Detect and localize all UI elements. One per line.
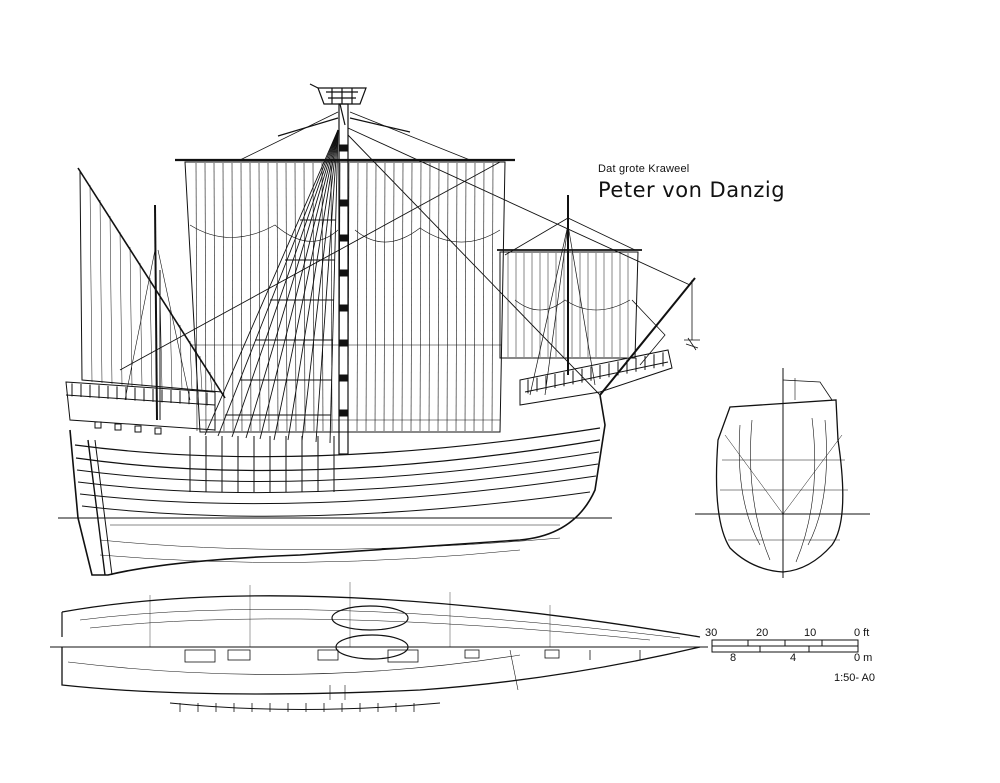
- scale-feet-0: 0 ft: [854, 627, 870, 639]
- mizzen-lateen-sail: [77, 167, 226, 421]
- side-elevation: [58, 83, 700, 576]
- sail-cloth-line: [240, 162, 243, 432]
- sail-cloth-line: [267, 162, 270, 432]
- scale-feet-20: 20: [756, 627, 769, 639]
- bowsprit: [599, 277, 700, 396]
- sail-cloth-line: [258, 162, 261, 432]
- sail-cloth-line: [365, 162, 368, 432]
- sail-cloth-line: [195, 162, 198, 432]
- sail-cloth-line: [482, 162, 485, 432]
- sail-cloth-line: [374, 162, 377, 432]
- drawing-subtitle: Dat grote Kraweel: [598, 163, 690, 175]
- sail-cloth-line: [410, 162, 413, 432]
- body-plan: [695, 368, 870, 578]
- scale-ratio: 1:50- A0: [834, 672, 875, 684]
- sail-cloth-line: [303, 162, 306, 432]
- sail-cloth-line: [285, 162, 288, 432]
- sail-cloth-line: [428, 162, 431, 432]
- main-top-crows-nest: [309, 83, 367, 126]
- sail-cloth-line: [204, 162, 207, 432]
- sail-cloth-line: [455, 162, 458, 432]
- scale-meter-0: 0 m: [854, 652, 873, 664]
- main-mast: [338, 103, 349, 455]
- drawing-title: Peter von Danzig: [598, 178, 786, 202]
- scale-feet-10: 10: [804, 627, 817, 639]
- sail-cloth-line: [419, 162, 422, 432]
- scale-bar: [711, 639, 859, 653]
- aftercastle: [65, 381, 216, 435]
- sail-cloth-line: [356, 162, 359, 432]
- sail-cloth-line: [347, 162, 350, 432]
- scale-meter-4: 4: [790, 652, 797, 664]
- sail-cloth-line: [249, 162, 252, 432]
- fore-sail: [497, 195, 642, 396]
- sail-cloth-line: [312, 162, 315, 432]
- sail-cloth-line: [213, 162, 216, 432]
- sail-cloth-line: [222, 162, 225, 432]
- sail-cloth-line: [392, 162, 395, 432]
- half-breadth-plan: [50, 582, 708, 712]
- sail-cloth-line: [401, 162, 404, 432]
- sail-cloth-line: [231, 162, 234, 432]
- sail-cloth-line: [446, 162, 449, 432]
- sail-cloth-line: [437, 162, 440, 432]
- sail-cloth-line: [383, 162, 386, 432]
- main-shrouds: [119, 127, 691, 444]
- forecastle: [519, 349, 673, 406]
- sail-cloth-line: [491, 162, 494, 432]
- sail-cloth-line: [473, 162, 476, 432]
- hull-side: [69, 394, 606, 576]
- scale-feet-30: 30: [705, 627, 718, 639]
- sail-cloth-line: [464, 162, 467, 432]
- scale-meter-8: 8: [730, 652, 737, 664]
- sail-cloth-line: [276, 162, 279, 432]
- sail-cloth-line: [338, 162, 341, 432]
